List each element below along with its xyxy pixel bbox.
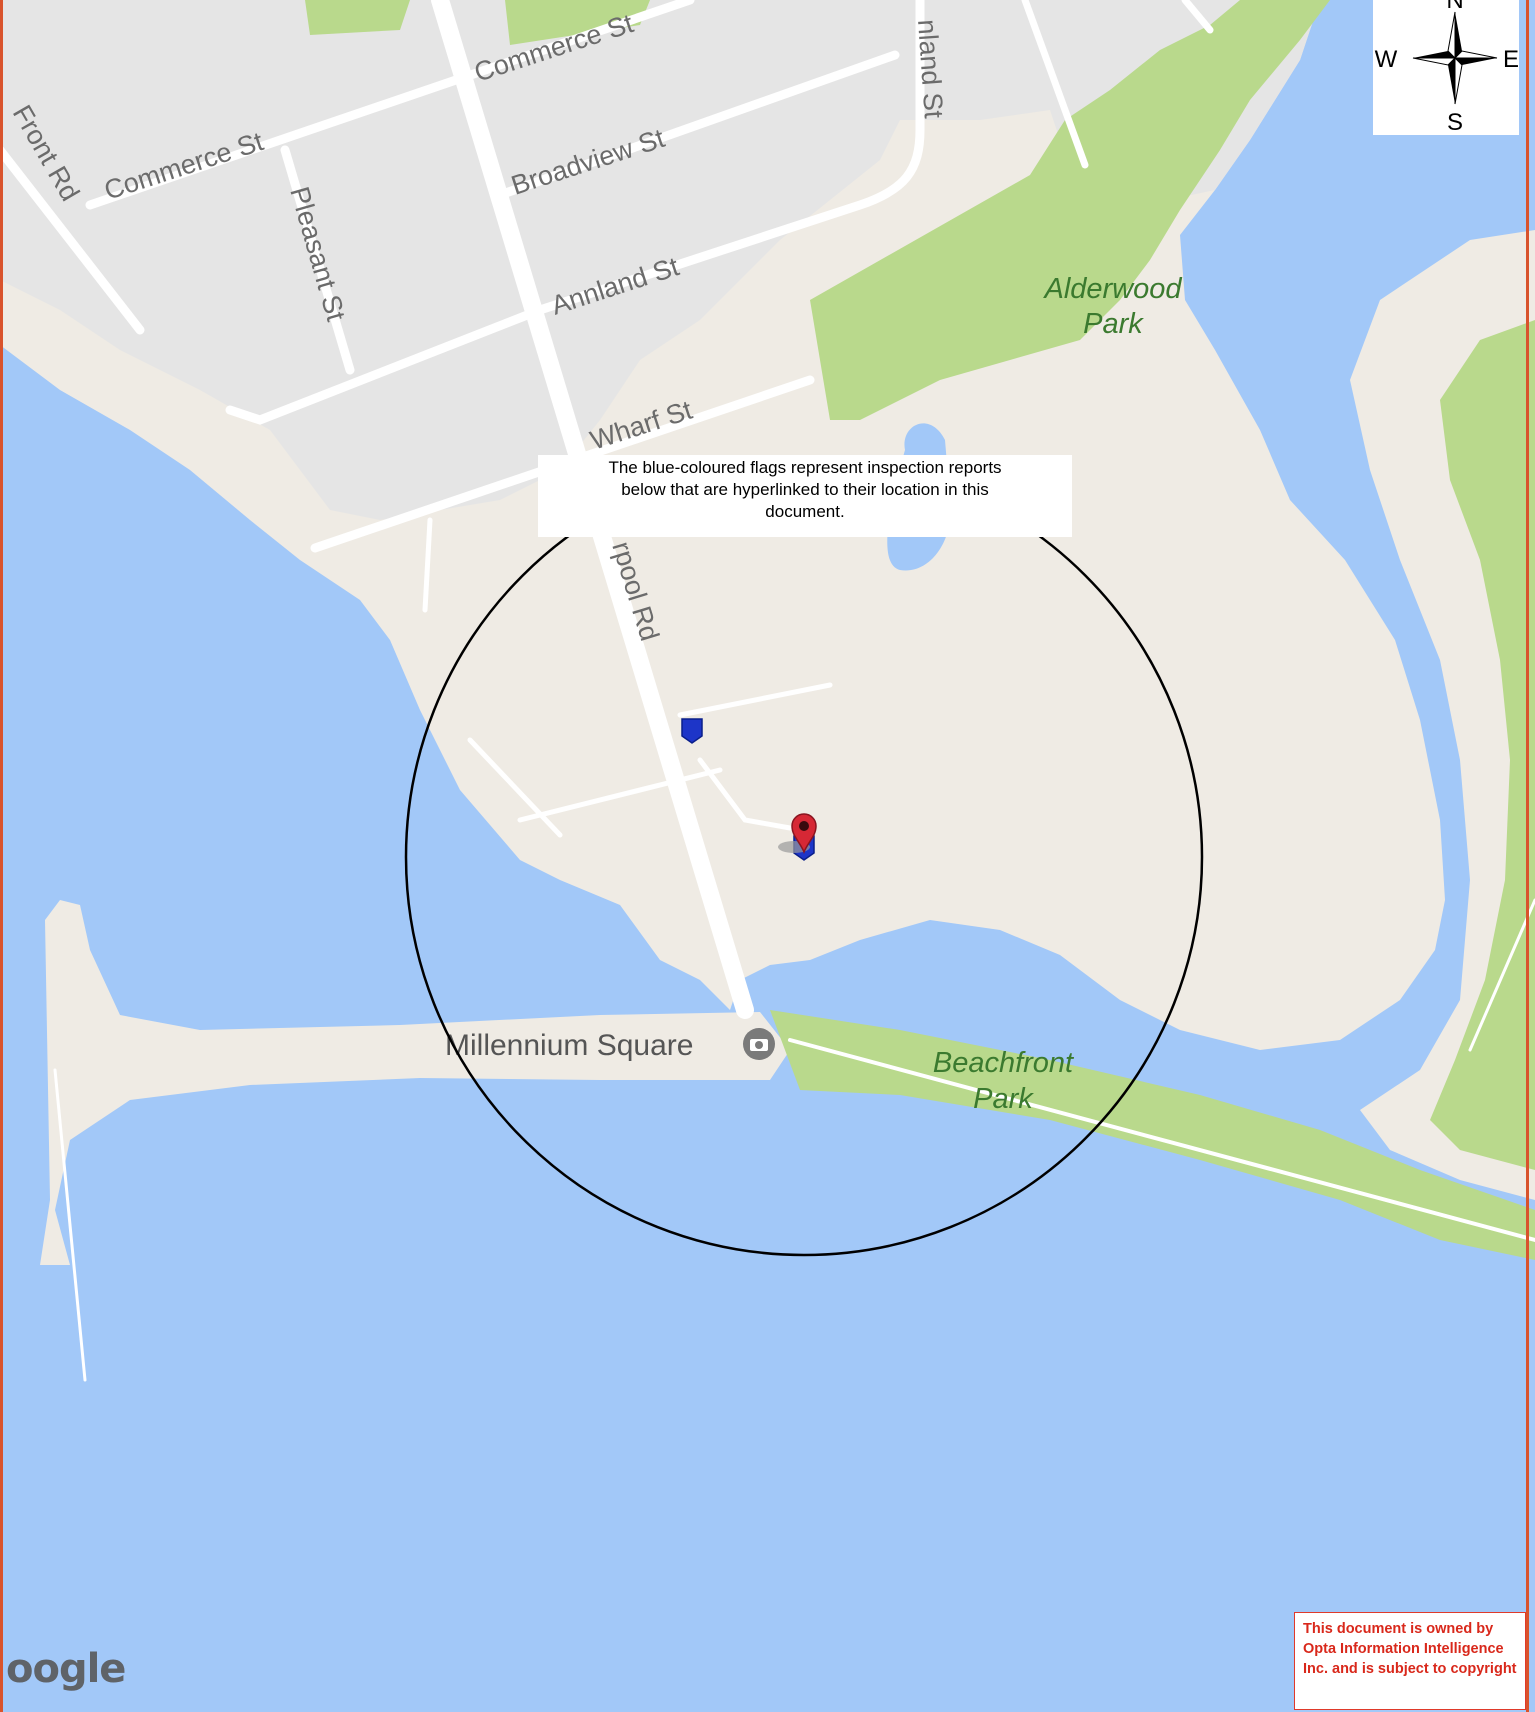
road-commerce-upper — [85, 0, 695, 210]
road-annland — [225, 0, 925, 425]
road-broadview — [495, 50, 900, 200]
label-beachfront-1: Beachfront — [933, 1047, 1075, 1079]
road-east-park-path — [1468, 898, 1535, 1052]
note-line-3: document. — [765, 502, 845, 521]
camera-icon[interactable] — [743, 1028, 775, 1060]
label-alderwood-1: Alderwood — [1042, 273, 1182, 305]
road-minor-6 — [467, 737, 563, 838]
label-beachfront-2: Park — [973, 1083, 1034, 1115]
location-pin-icon[interactable] — [778, 813, 817, 855]
label-alderwood-2: Park — [1083, 308, 1144, 340]
road-minor-7 — [697, 757, 793, 831]
compass-west: W — [1375, 46, 1398, 73]
road-minor-2 — [1021, 0, 1089, 169]
compass-east: E — [1503, 46, 1519, 73]
inspection-flag-1[interactable] — [681, 718, 703, 744]
park-beachfront — [770, 1010, 1535, 1260]
compass-rose: N W E S — [1373, 0, 1519, 136]
copyright-line-3: Inc. and is subject to copyright — [1303, 1661, 1517, 1677]
copyright-notice: This document is owned by Opta Informati… — [1294, 1612, 1526, 1710]
road-minor-1 — [422, 517, 433, 613]
compass-north: N — [1446, 0, 1463, 14]
park-labels: Alderwood Park Beachfront Park — [933, 273, 1183, 1115]
note-line-1: The blue-coloured flags represent inspec… — [608, 458, 1002, 477]
copyright-line-1: This document is owned by — [1303, 1621, 1494, 1637]
copyright-line-2: Opta Information Intelligence — [1303, 1641, 1504, 1657]
road-beach-path — [788, 1038, 1535, 1242]
frame-right — [1526, 0, 1529, 1712]
park-north-small-2 — [505, 0, 650, 45]
road-minor-4 — [677, 682, 833, 718]
road-front — [0, 145, 145, 335]
label-millennium-square: Millennium Square — [445, 1029, 693, 1062]
road-spit-path — [53, 1068, 87, 1382]
flag-legend-note: The blue-coloured flags represent inspec… — [538, 455, 1072, 537]
park-north-small-1 — [305, 0, 410, 35]
label-annland-vertical: nland St — [912, 18, 949, 119]
road-minor-5 — [517, 767, 723, 823]
compass-star-icon — [1412, 11, 1498, 105]
road-pleasant — [280, 145, 355, 375]
frame-left — [0, 0, 3, 1712]
road-minor-3 — [1181, 0, 1214, 34]
park-alderwood — [810, 0, 1330, 420]
compass-south: S — [1447, 109, 1463, 135]
map-provider-logo: oogle — [6, 1646, 126, 1692]
note-line-2: below that are hyperlinked to their loca… — [621, 480, 989, 499]
sand-spit — [40, 900, 790, 1265]
